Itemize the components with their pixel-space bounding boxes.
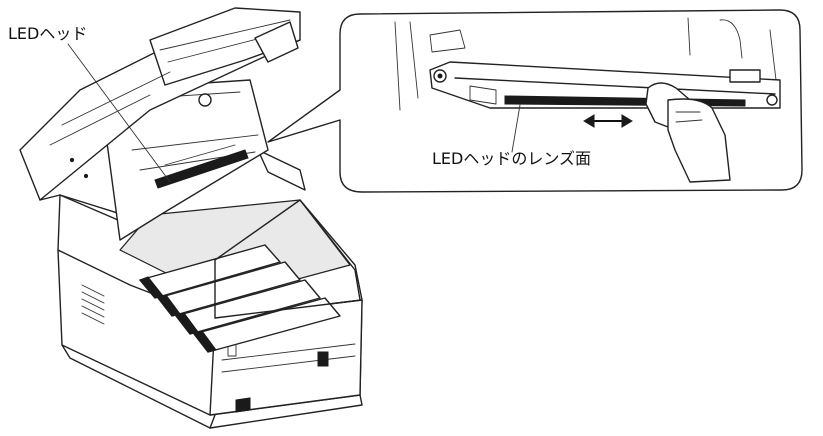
image-drums	[139, 244, 341, 353]
led-head-leader-line	[67, 43, 171, 183]
scanner-unit	[19, 7, 301, 201]
front-indicator	[317, 351, 329, 367]
top-cover-open	[99, 79, 269, 241]
detail-callout	[267, 9, 803, 193]
led-head-lens-label: LEDヘッドのレンズ面	[432, 149, 592, 168]
printer-body	[19, 7, 363, 429]
hand-with-cloth	[645, 82, 731, 183]
lens-leader-line	[511, 104, 521, 153]
led-head-bar	[154, 149, 249, 189]
double-arrow-icon	[583, 114, 633, 128]
led-head-label: LEDヘッド	[8, 24, 88, 43]
